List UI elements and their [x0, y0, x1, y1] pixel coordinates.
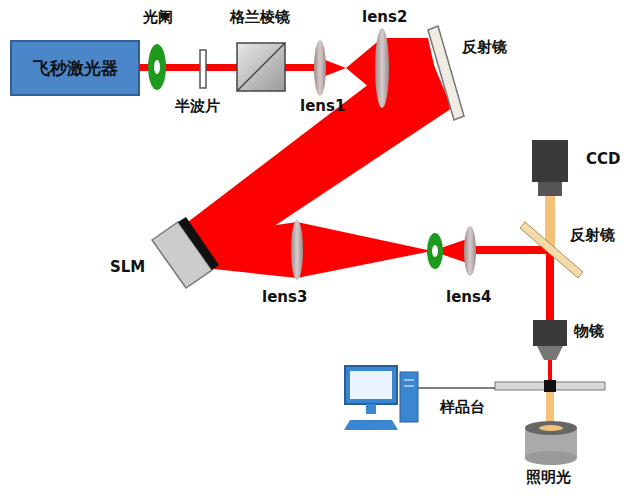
part-label: 反射镜 [462, 38, 507, 56]
part-label: 样品台 [440, 398, 485, 416]
laser-box: 飞秒激光器 [10, 40, 140, 96]
node-text: 飞秒激光器 [33, 57, 118, 80]
part-label: lens3 [262, 288, 307, 306]
part-label: 物镜 [574, 322, 604, 340]
part-label: 格兰棱镜 [230, 8, 290, 26]
part-label: CCD [586, 150, 620, 168]
part-label: 半波片 [175, 97, 220, 115]
part-label: lens4 [446, 288, 491, 306]
part-label: lens1 [300, 97, 345, 115]
part-label: lens2 [362, 8, 407, 26]
part-label: 光阑 [143, 8, 173, 26]
part-label: 反射镜 [570, 226, 615, 244]
part-label: SLM [110, 258, 145, 276]
part-label: 照明光 [526, 468, 571, 486]
